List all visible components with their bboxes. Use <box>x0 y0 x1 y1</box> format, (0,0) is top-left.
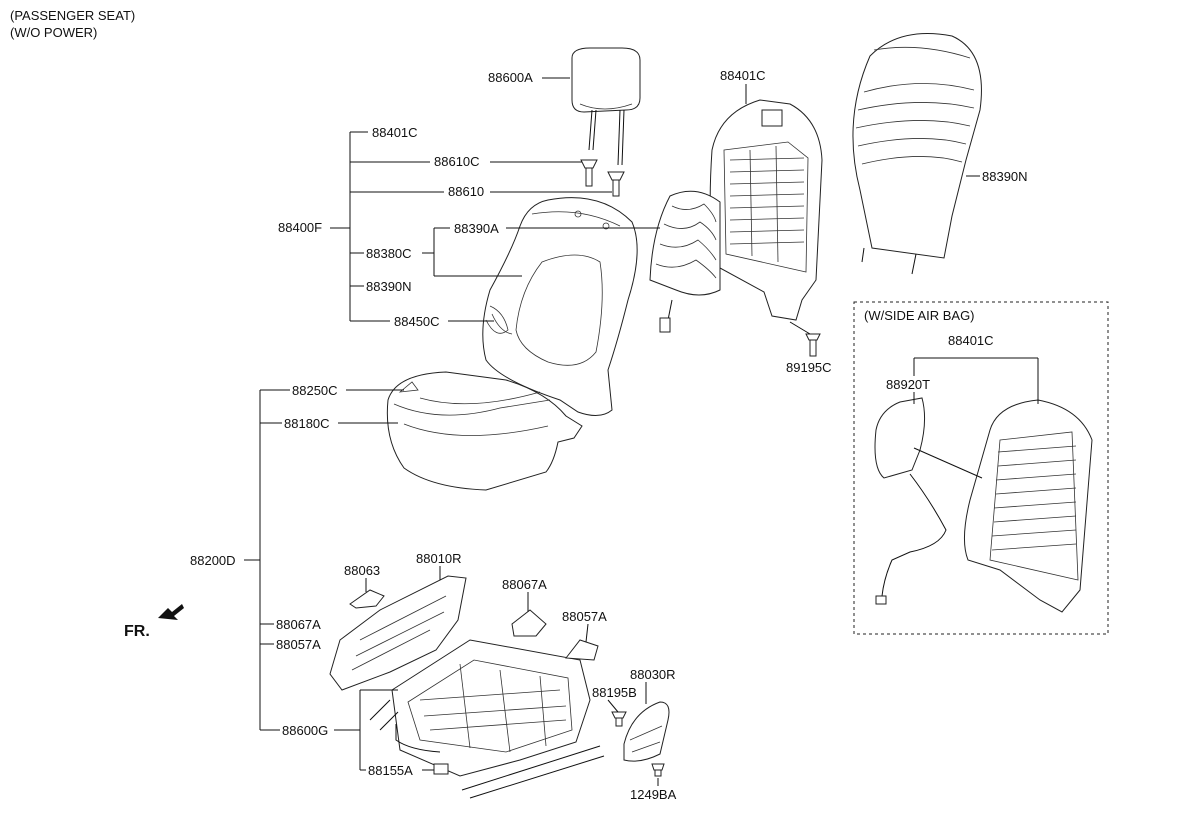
clip-part[interactable] <box>433 763 449 775</box>
header-passenger-seat: (PASSENGER SEAT) <box>10 8 136 23</box>
seat-frame-track-part[interactable] <box>369 639 605 799</box>
label-88030R: 88030R <box>630 667 676 682</box>
label-88380C: 88380C <box>366 246 412 261</box>
label-88067A-left: 88067A <box>276 617 321 632</box>
seatback-cover-part[interactable] <box>482 197 638 416</box>
seatback-panel-part[interactable] <box>852 33 982 275</box>
label-88010R: 88010R <box>416 551 462 566</box>
lumbar-support-part[interactable] <box>649 190 721 333</box>
headrest-guide-part[interactable] <box>580 159 625 197</box>
bolt-part[interactable] <box>805 333 821 357</box>
label-88401C-tree: 88401C <box>372 125 418 140</box>
bracket-88067A-part[interactable] <box>511 609 547 637</box>
label-88063: 88063 <box>344 563 380 578</box>
side-cover-part[interactable] <box>623 701 670 762</box>
label-88920T: 88920T <box>886 377 930 392</box>
side-airbag-inset-box <box>853 301 1109 635</box>
label-88401C-top: 88401C <box>720 68 766 83</box>
label-88610C: 88610C <box>434 154 480 169</box>
label-88450C: 88450C <box>394 314 440 329</box>
leader-lines <box>244 77 1039 786</box>
bracket-88057A-part[interactable] <box>565 639 599 661</box>
header-without-power: (W/O POWER) <box>10 25 98 40</box>
label-88200D: 88200D <box>190 553 236 568</box>
seat-cushion-part[interactable] <box>386 371 583 491</box>
label-88401C-inset: 88401C <box>948 333 994 348</box>
inset-title: (W/SIDE AIR BAG) <box>864 308 975 323</box>
seatback-frame-part[interactable] <box>709 99 823 321</box>
label-88390A: 88390A <box>454 221 499 236</box>
label-88067A-mid: 88067A <box>502 577 547 592</box>
label-88250C: 88250C <box>292 383 338 398</box>
label-88390N-right: 88390N <box>982 169 1028 184</box>
label-88195B: 88195B <box>592 685 637 700</box>
label-88600G: 88600G <box>282 723 328 738</box>
side-airbag-module-part[interactable] <box>874 397 947 605</box>
headrest-part[interactable] <box>571 47 641 166</box>
screw-1249BA-part[interactable] <box>651 763 665 777</box>
label-1249BA: 1249BA <box>630 787 677 802</box>
label-88057A-left: 88057A <box>276 637 321 652</box>
label-88400F: 88400F <box>278 220 322 235</box>
label-88057A-mid: 88057A <box>562 609 607 624</box>
label-88600A: 88600A <box>488 70 533 85</box>
label-89195C: 89195C <box>786 360 832 375</box>
inset-seatback-frame-part[interactable] <box>964 399 1093 613</box>
label-88390N-tree: 88390N <box>366 279 412 294</box>
side-shield-part[interactable] <box>329 575 467 691</box>
screw-88195B-part[interactable] <box>611 711 627 727</box>
label-88180C: 88180C <box>284 416 330 431</box>
front-marker-label: FR. <box>124 623 150 640</box>
label-88610: 88610 <box>448 184 484 199</box>
label-88155A: 88155A <box>368 763 413 778</box>
bracket-88063-part[interactable] <box>349 589 385 609</box>
front-arrow-icon <box>158 604 184 620</box>
